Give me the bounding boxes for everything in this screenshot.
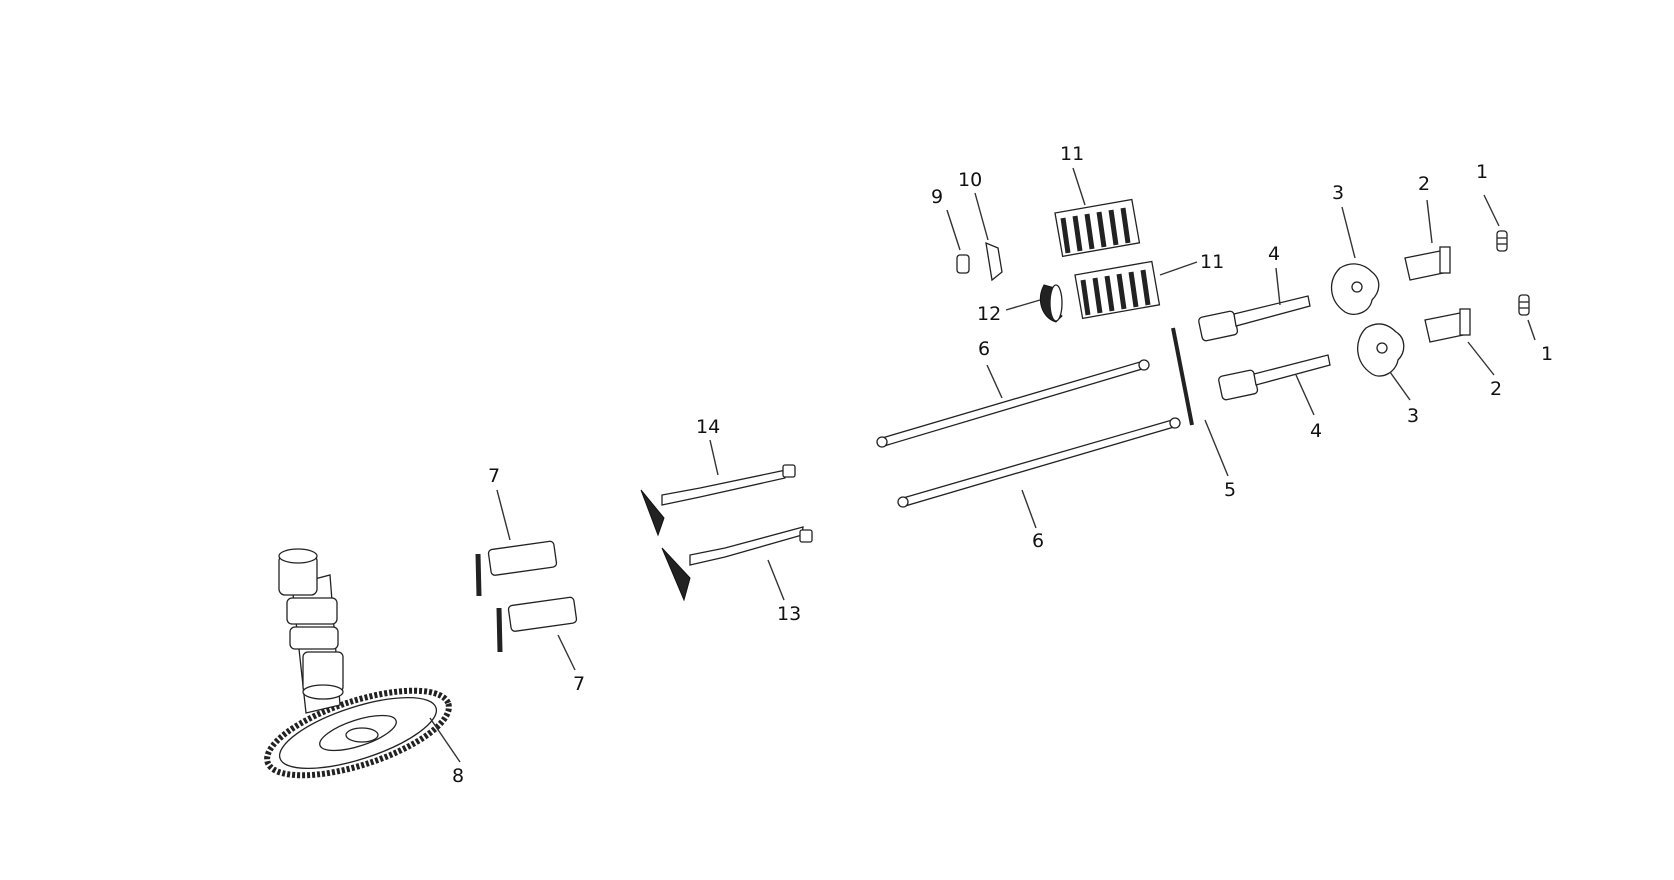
gasket-part [1171,327,1194,426]
spring-seat-part [1040,284,1063,323]
rocker-cap-part-upper [1404,246,1451,281]
valve-part-14 [640,464,796,537]
callout-6-upper: 6 [978,338,990,360]
callout-6-lower: 6 [1032,530,1044,552]
callout-1-upper: 1 [1476,161,1488,183]
rocker-shaft-part-lower [1218,354,1331,401]
adjusting-screw-part-upper [1496,230,1508,252]
callout-labels: 1 1 2 2 3 3 4 4 5 6 6 7 7 8 9 10 11 11 1… [452,143,1553,787]
valve-spring-part-lower [1074,260,1161,320]
callout-7-upper: 7 [488,465,500,487]
callout-2-upper: 2 [1418,173,1430,195]
callout-12: 12 [977,303,1001,325]
tappet-part-lower [496,596,578,653]
callout-11-upper: 11 [1060,143,1084,165]
callout-13: 13 [777,603,801,625]
rocker-arm-part-upper [1330,263,1380,315]
callout-2-lower: 2 [1490,378,1502,400]
callout-10: 10 [958,169,982,191]
callout-14: 14 [696,416,720,438]
camshaft-gear-part [264,548,452,779]
callout-8: 8 [452,765,464,787]
spring-retainer-part [985,241,1003,282]
tappet-part-upper [475,540,558,597]
valve-cotter-part [956,254,970,274]
callout-4-upper: 4 [1268,243,1280,265]
callout-7-lower: 7 [573,673,585,695]
rocker-shaft-part-upper [1198,295,1311,342]
callout-9: 9 [931,186,943,208]
valve-part-13 [661,526,813,602]
callout-1-lower: 1 [1541,343,1553,365]
push-rod-part-lower [897,417,1181,508]
valve-spring-part-upper [1054,198,1141,258]
rocker-arm-part-lower [1357,323,1405,377]
callout-4-lower: 4 [1310,420,1322,442]
adjusting-screw-part-lower [1518,294,1530,316]
callout-3-upper: 3 [1332,182,1344,204]
callout-11-lower: 11 [1200,251,1224,273]
callout-3-lower: 3 [1407,405,1419,427]
leader-lines [429,167,1536,763]
push-rod-part-upper [876,359,1150,448]
callout-5: 5 [1224,479,1236,501]
rocker-cap-part-lower [1424,308,1471,343]
